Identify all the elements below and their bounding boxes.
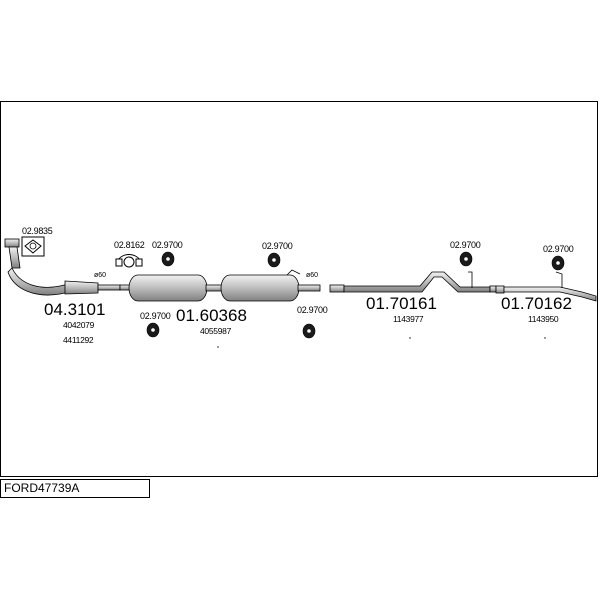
part-number-tail-pipe: 01.70162 bbox=[501, 294, 572, 313]
oem-number: 4411292 bbox=[63, 335, 94, 345]
oem-number: 4042079 bbox=[63, 320, 94, 330]
clamp-part-number: 02.8162 bbox=[114, 240, 145, 250]
gasket-icon bbox=[21, 236, 45, 257]
front-pipe-section bbox=[8, 246, 21, 269]
centre-silencer-box-2 bbox=[220, 274, 300, 302]
clamp-icon bbox=[115, 254, 143, 268]
intermediate-pipe bbox=[329, 271, 497, 293]
centre-connector bbox=[205, 284, 223, 292]
part-number-front-pipe: 04.3101 bbox=[44, 300, 106, 319]
tail-pipe-body bbox=[503, 286, 597, 302]
centre-silencer bbox=[119, 269, 321, 302]
oem-number: 1143950 bbox=[528, 314, 559, 324]
intermediate-pipe-bend bbox=[343, 271, 491, 293]
front-pipe-body bbox=[64, 280, 99, 295]
part-number-intermediate-pipe: 01.70161 bbox=[366, 294, 437, 313]
gasket-part-number: 02.9835 bbox=[22, 226, 53, 236]
rubber-part-number-5: 02.9700 bbox=[450, 240, 481, 250]
diagram-frame bbox=[0, 101, 598, 477]
intermediate-pipe-start bbox=[329, 284, 345, 293]
diameter-label-1: ø60 bbox=[94, 272, 107, 279]
front-pipe bbox=[4, 238, 121, 296]
rubber-part-number-1: 02.9700 bbox=[152, 240, 183, 250]
part-number-centre-silencer: 01.60368 bbox=[176, 306, 247, 325]
tail-hanger bbox=[555, 271, 563, 288]
centre-outlet-pipe bbox=[297, 284, 321, 292]
rubber-part-number-6: 02.9700 bbox=[543, 244, 574, 254]
rubber-part-number-4: 02.9700 bbox=[297, 305, 328, 315]
rubber-part-number-2: 02.9700 bbox=[262, 241, 293, 251]
rubber-part-number-3: 02.9700 bbox=[140, 311, 171, 321]
tail-pipe bbox=[495, 271, 597, 302]
centre-silencer-box-1 bbox=[128, 274, 208, 302]
intermediate-pipe-end bbox=[489, 285, 497, 293]
model-code: FORD47739A bbox=[0, 479, 150, 498]
diameter-label-2: ø60 bbox=[306, 272, 319, 279]
tail-pipe-start bbox=[495, 285, 505, 294]
front-pipe-flange bbox=[4, 238, 20, 248]
front-pipe-outlet bbox=[97, 284, 121, 291]
centre-hanger bbox=[286, 269, 301, 276]
oem-number: 4055987 bbox=[200, 326, 231, 336]
intermediate-hanger bbox=[468, 271, 473, 288]
oem-number: 1143977 bbox=[393, 314, 424, 324]
